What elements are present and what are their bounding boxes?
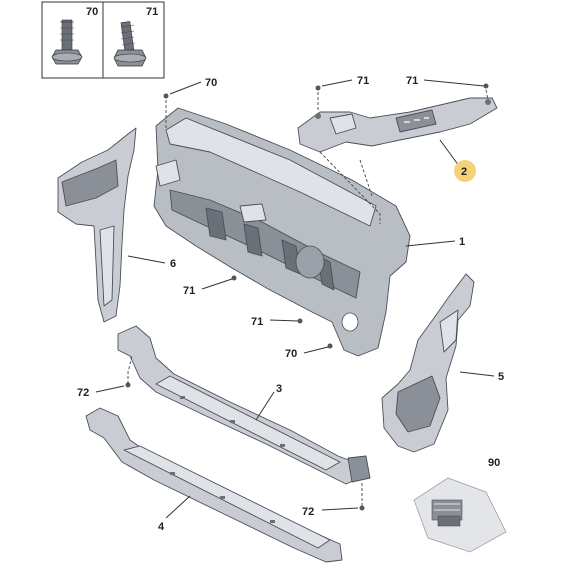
inset-label-71: 71 xyxy=(146,6,158,18)
bolt-71-icon xyxy=(113,21,147,67)
callout-71-top-right: 71 xyxy=(406,75,418,87)
callout-4: 4 xyxy=(158,521,165,533)
callout-72-bottom: 72 xyxy=(302,506,314,518)
callout-71-mid-b: 71 xyxy=(251,316,263,328)
callout-6: 6 xyxy=(170,258,176,270)
callout-2: 2 xyxy=(461,166,467,178)
part-5-right-deflector xyxy=(381,273,475,453)
leader-lines xyxy=(95,79,495,519)
callout-70-mid: 70 xyxy=(285,348,297,360)
part-1-front-carrier xyxy=(153,107,411,357)
callout-70-top: 70 xyxy=(205,77,217,89)
part-2-upper-bracket xyxy=(297,97,498,153)
callout-numbers: 70 71 71 2 1 6 71 71 70 5 72 3 90 72 4 xyxy=(77,75,504,533)
part-90-clip-kit xyxy=(413,477,507,553)
callout-71-mid-a: 71 xyxy=(183,285,195,297)
callout-1: 1 xyxy=(459,236,465,248)
part-3-upper-crossmember xyxy=(117,325,371,485)
callout-72-left: 72 xyxy=(77,387,89,399)
fastener-inset: 70 71 xyxy=(41,1,165,79)
callout-90: 90 xyxy=(488,457,500,469)
assembly-dashed-lines xyxy=(127,89,489,506)
part-6-left-deflector xyxy=(57,127,137,323)
callout-71-top-left: 71 xyxy=(357,75,369,87)
inset-label-70: 70 xyxy=(86,6,98,18)
highlight-circle-2 xyxy=(454,160,476,182)
part-4-lower-crossmember xyxy=(85,407,343,563)
fastener-markers xyxy=(125,83,489,511)
callout-3: 3 xyxy=(276,383,282,395)
bolt-70-icon xyxy=(51,19,83,65)
callout-5: 5 xyxy=(498,371,504,383)
